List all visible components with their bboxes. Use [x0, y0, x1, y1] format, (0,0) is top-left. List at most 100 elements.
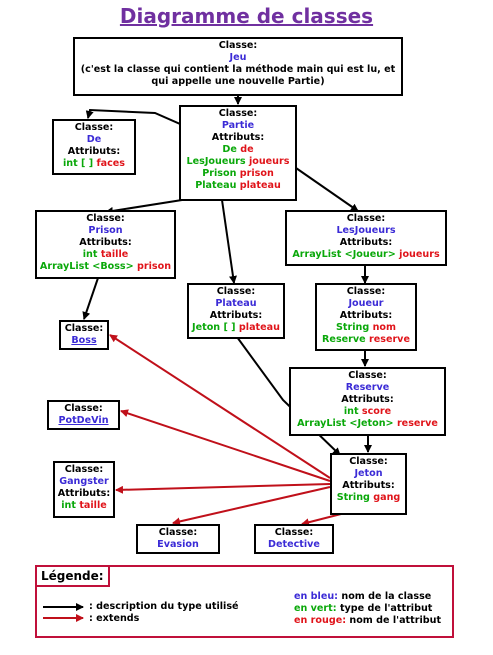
attr-type: String	[336, 492, 370, 503]
class-de: Classe: De Attributs: int [ ] faces	[52, 119, 136, 175]
attributes-label: Attributs:	[342, 480, 395, 491]
class-boss: Classe: Boss	[59, 320, 109, 350]
attr-type: int [ ]	[62, 158, 94, 169]
arrow-plateau-jeton	[236, 336, 341, 456]
class-detective: Classe: Detective	[254, 524, 334, 554]
class-label: Classe:	[86, 213, 125, 224]
class-label: Classe:	[74, 122, 114, 133]
class-label: Classe:	[158, 527, 198, 538]
class-name: Partie	[221, 120, 255, 131]
attr-type: De	[222, 144, 237, 155]
attr-name: de	[240, 144, 254, 155]
class-name: Prison	[88, 225, 123, 236]
legend: Légende: : description du type utilisé :…	[35, 565, 454, 638]
attr-type: String	[336, 322, 370, 333]
class-label: Classe:	[348, 370, 387, 381]
attr-type: LesJoueurs	[186, 156, 246, 167]
attr-type: ArrayList <Jeton>	[297, 418, 394, 429]
arrow-prison-boss	[82, 277, 99, 320]
class-evasion: Classe: Evasion	[136, 524, 220, 554]
class-name: PotDeVin	[58, 415, 109, 426]
attributes-label: Attributs:	[67, 146, 121, 157]
attr-name: score	[361, 406, 392, 417]
legend-arrow-icons	[43, 603, 84, 622]
attr-name: prison	[239, 168, 274, 179]
class-name: Reserve	[345, 382, 390, 393]
legend-blue-line: en bleu: nom de la classe	[294, 591, 432, 602]
legend-title: Légende:	[35, 565, 110, 587]
attributes-label: Attributs:	[341, 394, 394, 405]
class-description: (c'est la classe qui contient la méthode…	[80, 64, 396, 75]
class-plateau: Classe: Plateau Attributs: Jeton [ ] pla…	[187, 283, 285, 339]
attr-name: joueurs	[399, 249, 440, 260]
class-label: Classe:	[274, 527, 314, 538]
legend-green-line: en vert: type de l'attribut	[294, 603, 433, 614]
attr-type: ArrayList <Boss>	[39, 261, 134, 272]
attr-type: Reserve	[322, 334, 366, 345]
attr-name: taille	[100, 249, 129, 260]
extends-jeton-evasion	[172, 486, 331, 526]
attr-type: Plateau	[195, 180, 237, 191]
class-joueur: Classe: Joueur Attributs: String nom Res…	[315, 283, 417, 351]
extends-jeton-potdevin	[120, 409, 331, 482]
class-gangster: Classe: Gangster Attributs: int taille	[53, 461, 115, 518]
class-name: Boss	[71, 335, 97, 346]
extends-jeton-gangster	[115, 483, 331, 494]
class-reserve: Classe: Reserve Attributs: int score Arr…	[289, 367, 446, 436]
class-label: Classe:	[218, 108, 258, 119]
class-description: qui appelle une nouvelle Partie)	[151, 76, 325, 87]
class-jeu: Classe: Jeu (c'est la classe qui contien…	[73, 37, 403, 96]
attr-name: prison	[137, 261, 172, 272]
attributes-label: Attributs:	[211, 132, 265, 143]
legend-uses-text: : description du type utilisé	[89, 601, 239, 612]
class-name: LesJoueurs	[336, 225, 396, 236]
class-label: Classe:	[346, 286, 386, 297]
attributes-label: Attributs:	[57, 488, 111, 499]
attr-type: ArrayList <Joueur>	[292, 249, 396, 260]
class-lesjoueurs: Classe: LesJoueurs Attributs: ArrayList …	[285, 210, 447, 266]
legend-red-line: en rouge: nom de l'attribut	[294, 615, 442, 626]
attr-name: joueurs	[248, 156, 290, 167]
class-name: Plateau	[215, 298, 257, 309]
class-name: Joueur	[348, 298, 384, 309]
attr-name: reserve	[396, 418, 438, 429]
attributes-label: Attributs:	[79, 237, 132, 248]
attr-name: nom	[372, 322, 396, 333]
class-name: Detective	[268, 539, 320, 550]
class-name: Jeton	[354, 468, 383, 479]
attr-name: plateau	[238, 322, 280, 333]
class-label: Classe:	[64, 464, 104, 475]
class-name: Gangster	[59, 476, 109, 487]
class-name: Evasion	[157, 539, 199, 550]
legend-extends-text: : extends	[89, 613, 140, 624]
attr-name: plateau	[239, 180, 281, 191]
attr-name: taille	[79, 500, 107, 511]
extends-jeton-boss	[109, 334, 331, 479]
attr-name: gang	[373, 492, 401, 503]
attr-name: faces	[96, 158, 126, 169]
attr-type: int	[61, 500, 76, 511]
attr-type: int	[343, 406, 359, 417]
arrow-partie-lesjoueurs	[295, 167, 359, 212]
class-prison: Classe: Prison Attributs: int taille Arr…	[35, 210, 176, 279]
class-potdevin: Classe: PotDeVin	[47, 400, 120, 430]
attr-type: Jeton [ ]	[192, 322, 236, 333]
attr-type: Prison	[202, 168, 237, 179]
attributes-label: Attributs:	[209, 310, 263, 321]
class-label: Classe:	[218, 40, 258, 51]
attributes-label: Attributs:	[339, 310, 393, 321]
attr-type: int	[82, 249, 98, 260]
class-label: Classe:	[64, 323, 104, 334]
arrow-partie-plateau	[221, 199, 237, 284]
class-name: Jeu	[229, 52, 247, 63]
class-jeton: Classe: Jeton Attributs: String gang	[330, 453, 407, 515]
class-label: Classe:	[349, 456, 388, 467]
class-partie: Classe: Partie Attributs: De de LesJoueu…	[179, 105, 297, 201]
class-name: De	[86, 134, 102, 145]
class-label: Classe:	[64, 403, 103, 414]
class-label: Classe:	[216, 286, 256, 297]
attributes-label: Attributs:	[339, 237, 393, 248]
class-label: Classe:	[346, 213, 386, 224]
attr-name: reserve	[369, 334, 410, 345]
